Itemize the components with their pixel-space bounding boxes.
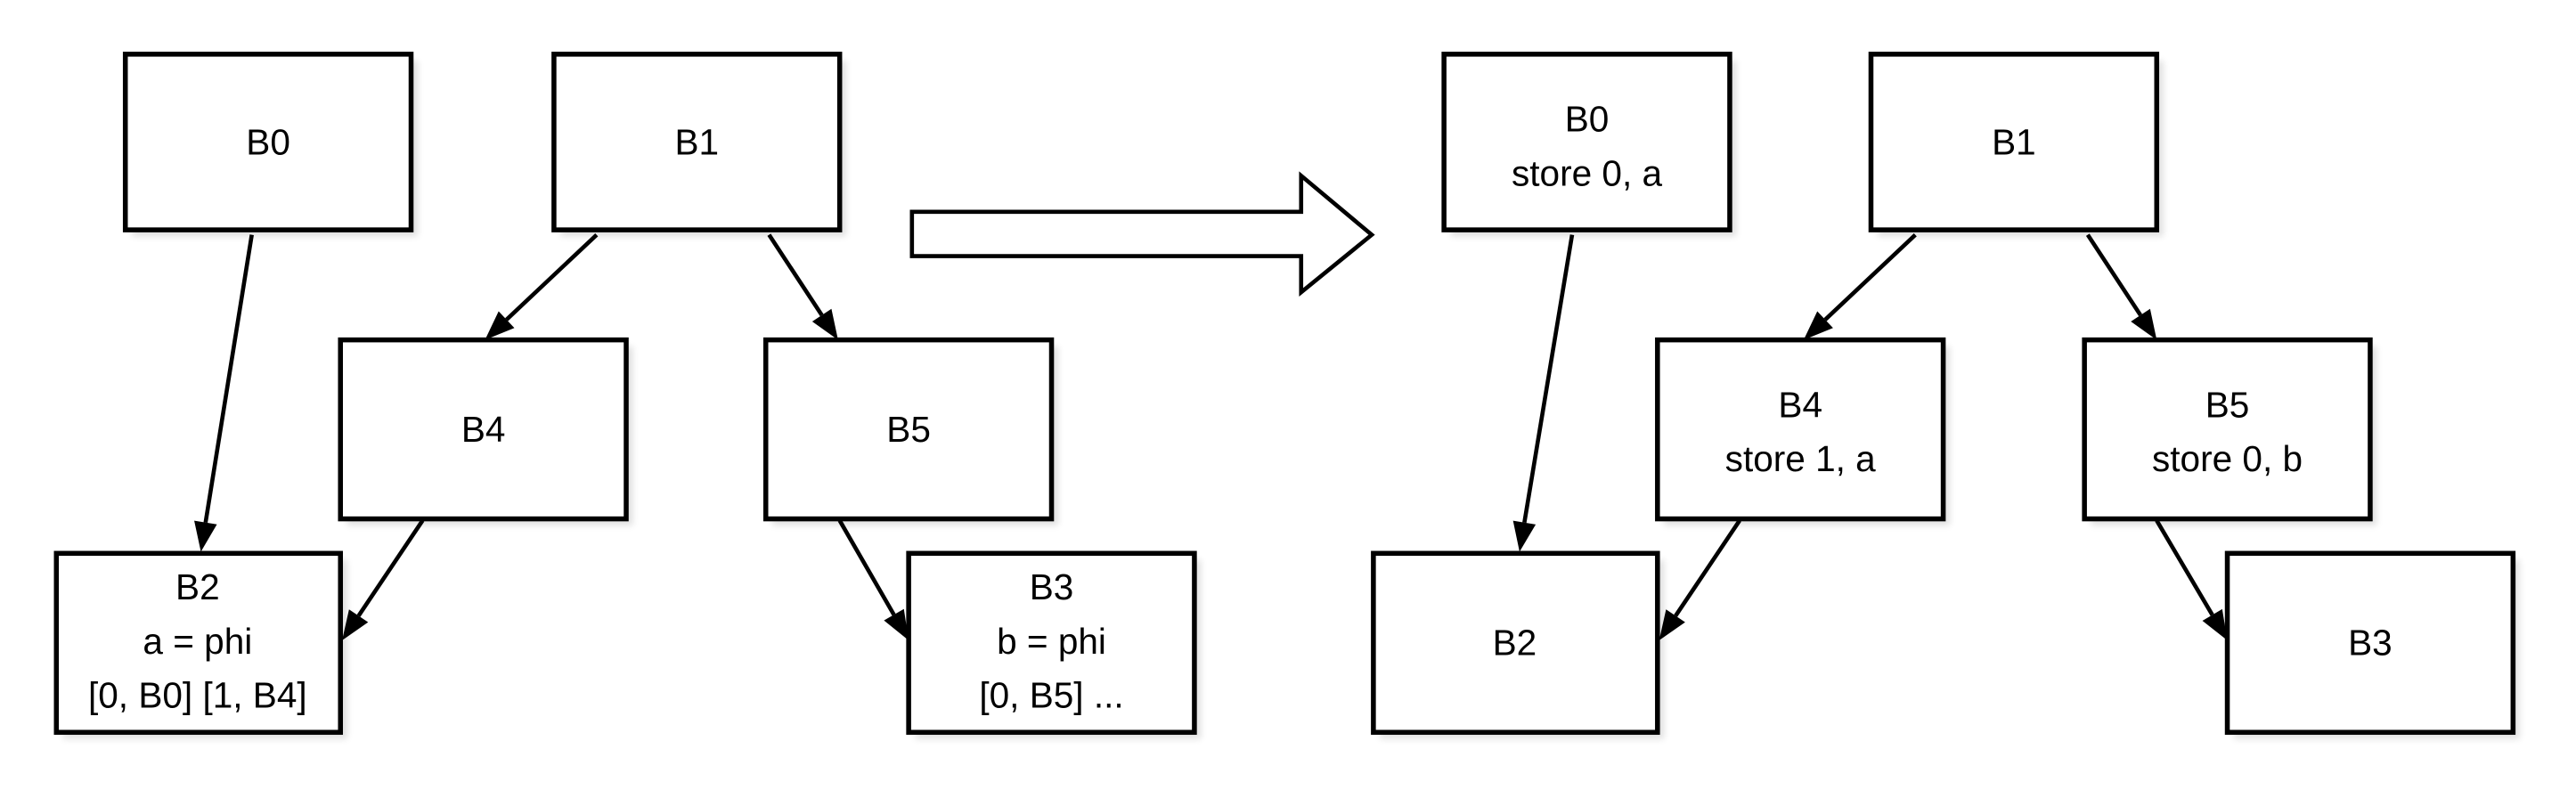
arrowhead-icon xyxy=(811,308,838,340)
store-instruction: store 0, a xyxy=(1512,152,1662,193)
svg-text:[0, B5] ...: [0, B5] ... xyxy=(979,675,1123,716)
block-b0: B0 store 0, a xyxy=(1441,52,1737,237)
after-edge-b1-b4 xyxy=(1823,232,1917,322)
after-edge-b1-b5 xyxy=(2085,233,2142,317)
arrowhead-icon xyxy=(1659,609,1685,641)
block-label: B4 xyxy=(1778,384,1822,425)
svg-text:B2: B2 xyxy=(175,566,220,607)
block-b1: B1 xyxy=(1868,52,2164,237)
edges xyxy=(194,232,2228,641)
block-b5: B5 xyxy=(762,337,1058,525)
arrowhead-icon xyxy=(2202,608,2228,641)
phi-operands: [0, B5] ... xyxy=(979,675,1123,716)
svg-text:b = phi: b = phi xyxy=(997,621,1106,662)
block-label: B0 xyxy=(246,121,290,162)
transform-arrow xyxy=(909,171,1375,297)
block-label: B1 xyxy=(1992,121,2036,162)
after-edge-b5-b3 xyxy=(2155,519,2214,616)
svg-text:B5: B5 xyxy=(2205,384,2250,425)
svg-text:B0: B0 xyxy=(1565,98,1610,139)
before-graph: B0 B1 B4 B5 B2 a = phi [0, B0] [1, B4] xyxy=(53,52,1202,739)
arrowhead-icon xyxy=(1803,311,1833,340)
block-label: B3 xyxy=(2348,623,2393,664)
svg-text:store 0, b: store 0, b xyxy=(2152,438,2303,479)
arrowhead-icon xyxy=(2131,308,2157,340)
after-edge-b0-b2 xyxy=(1522,234,1575,524)
svg-text:a = phi: a = phi xyxy=(143,621,252,662)
before-edge-b1-b5 xyxy=(767,233,824,317)
arrowhead-icon xyxy=(485,311,515,340)
svg-text:B3: B3 xyxy=(2348,623,2393,664)
block-label: B4 xyxy=(461,409,506,450)
svg-text:store 0, a: store 0, a xyxy=(1512,152,1662,193)
svg-text:store 1, a: store 1, a xyxy=(1725,438,1876,479)
block-b5: B5 store 0, b xyxy=(2082,337,2377,525)
before-edge-b5-b3 xyxy=(837,519,896,616)
arrowhead-icon xyxy=(194,520,217,552)
phi-instruction: b = phi xyxy=(997,621,1106,662)
block-label: B3 xyxy=(1030,566,1074,607)
after-graph: B0 store 0, a B1 B4 store 1, a B5 store … xyxy=(1371,52,2520,739)
phi-instruction: a = phi xyxy=(143,621,252,662)
arrowhead-icon xyxy=(342,609,369,641)
block-label: B2 xyxy=(175,566,220,607)
svg-text:B2: B2 xyxy=(1493,623,1537,664)
svg-text:B4: B4 xyxy=(1778,384,1822,425)
svg-text:B1: B1 xyxy=(674,121,719,162)
arrowhead-icon xyxy=(884,608,909,641)
svg-text:B4: B4 xyxy=(461,409,506,450)
block-b4: B4 xyxy=(338,337,633,525)
before-edge-b4-b2 xyxy=(356,519,425,617)
block-b3: B3 b = phi [0, B5] ... xyxy=(906,550,1202,739)
svg-text:[0, B0] [1, B4]: [0, B0] [1, B4] xyxy=(88,675,307,716)
store-instruction: store 0, b xyxy=(2152,438,2303,479)
block-label: B0 xyxy=(1565,98,1610,139)
block-label: B5 xyxy=(886,409,931,450)
store-instruction: store 1, a xyxy=(1725,438,1876,479)
block-label: B5 xyxy=(2205,384,2250,425)
block-label: B2 xyxy=(1493,623,1537,664)
svg-text:B5: B5 xyxy=(886,409,931,450)
block-b1: B1 xyxy=(551,52,847,237)
phi-operands: [0, B0] [1, B4] xyxy=(88,675,307,716)
block-b2: B2 a = phi [0, B0] [1, B4] xyxy=(53,550,347,739)
svg-text:B0: B0 xyxy=(246,121,290,162)
block-b4: B4 store 1, a xyxy=(1655,337,1950,525)
svg-text:B1: B1 xyxy=(1992,121,2036,162)
block-b2: B2 xyxy=(1371,550,1665,739)
after-edge-b4-b2 xyxy=(1674,519,1741,617)
block-label: B1 xyxy=(674,121,719,162)
before-edge-b0-b2 xyxy=(203,234,254,524)
block-b3: B3 xyxy=(2224,550,2520,739)
svg-text:B3: B3 xyxy=(1030,566,1074,607)
before-edge-b1-b4 xyxy=(505,232,599,322)
arrowhead-icon xyxy=(1512,520,1537,552)
block-b0: B0 xyxy=(122,52,418,237)
